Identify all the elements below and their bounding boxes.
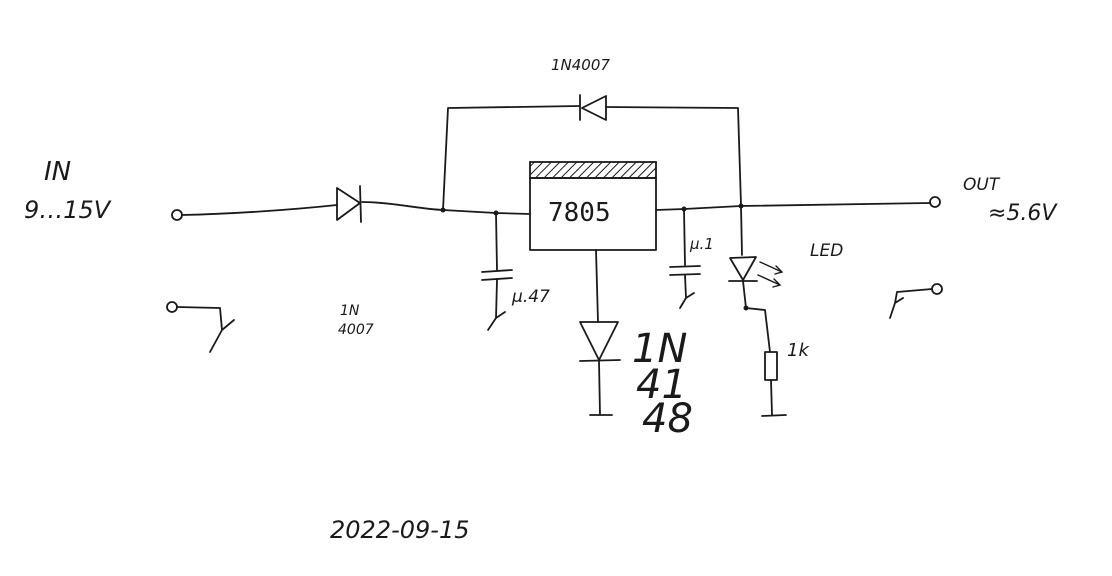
ground-diode-symbol [579,249,621,416]
input-capacitor-symbol [481,212,513,331]
regulator-part-label: 7805 [548,198,611,228]
output-capacitor-symbol [669,208,701,309]
output-terminal-ground [889,283,943,319]
drawing-date: 2022-09-15 [330,516,469,544]
led-symbol [728,205,784,353]
svg-text:41: 41 [636,362,687,408]
bypass-diode-symbol [579,94,607,121]
ground-diode-label: 1N 41 48 [632,326,693,442]
output-voltage: ≈5.6V [988,201,1058,226]
output-label: OUT [963,175,1001,195]
output-capacitor-label: μ.1 [689,235,714,253]
input-label: IN [44,157,71,187]
input-voltage: 9…15V [24,196,112,224]
input-wire [181,201,531,216]
junction-dot [743,305,749,311]
svg-text:1N: 1N [632,326,687,372]
input-terminal-ground [166,301,235,353]
svg-text:1N: 1N [340,303,360,319]
regulator-7805 [529,161,657,251]
input-diode-symbol [336,185,362,223]
led-label: LED [810,241,843,261]
bypass-diode-label: 1N4007 [551,56,610,74]
svg-text:48: 48 [642,396,693,442]
input-diode-label: 1N 4007 [338,303,374,338]
input-terminal-positive [171,209,183,221]
resistor-symbol [761,351,787,417]
output-wire [655,202,931,211]
input-capacitor-label: μ.47 [511,287,550,307]
svg-text:4007: 4007 [338,322,374,338]
output-terminal-positive [929,196,941,208]
bypass-wire [442,105,742,211]
resistor-label: 1k [787,340,810,361]
